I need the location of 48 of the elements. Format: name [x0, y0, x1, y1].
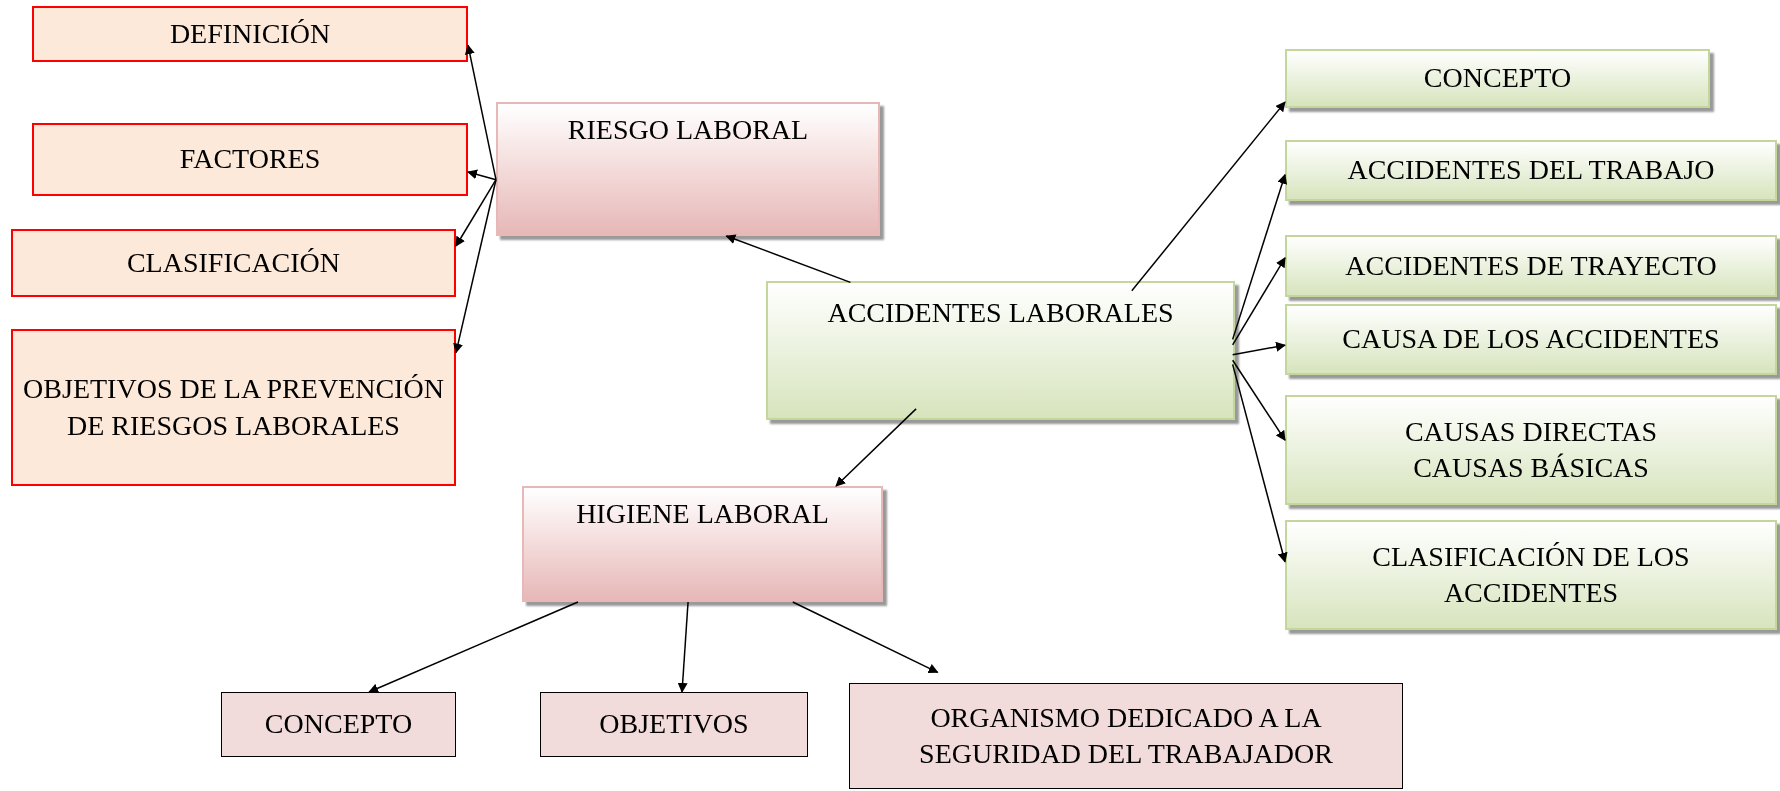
- concept-box: [11, 329, 456, 486]
- concept-box: [32, 123, 468, 196]
- concept-box: [1285, 520, 1777, 630]
- concept-box: [522, 486, 883, 602]
- concept-box: [1285, 49, 1710, 108]
- arrow: [1131, 101, 1286, 292]
- concept-box: [1285, 395, 1777, 505]
- box-label: ACCIDENTES LABORALES: [827, 296, 1174, 330]
- box-label: CAUSAS DIRECTAS: [1404, 414, 1658, 449]
- box-label: CAUSAS BÁSICAS: [1413, 451, 1649, 485]
- arrow: [1231, 173, 1288, 341]
- arrow: [1231, 341, 1286, 356]
- box-label: FACTORES: [179, 142, 321, 177]
- box-label: CLASIFICACIÓN DE LOS ACCIDENTES: [1371, 539, 1691, 610]
- box-label: DEFINICIÓN: [169, 16, 331, 51]
- arrow: [677, 601, 689, 693]
- concept-box: [496, 102, 880, 236]
- arrow: [455, 178, 497, 247]
- concept-box: [1285, 304, 1777, 375]
- arrow: [467, 169, 497, 181]
- concept-box: [1285, 235, 1777, 297]
- concept-box: [11, 229, 456, 297]
- arrow: [464, 44, 497, 181]
- concept-box: [1285, 140, 1777, 201]
- arrow: [368, 601, 579, 694]
- arrow: [1231, 363, 1288, 563]
- box-label: CLASIFICACIÓN: [126, 245, 341, 280]
- concept-box: [540, 692, 808, 757]
- concept-box: [849, 683, 1403, 789]
- arrow: [453, 178, 497, 354]
- arrow: [1231, 257, 1286, 346]
- box-label: CONCEPTO: [264, 707, 413, 742]
- box-label: ACCIDENTES DE TRAYECTO: [1345, 248, 1717, 283]
- box-label: OBJETIVOS DE LA PREVENCIÓN DE RIESGOS LABORALES: [22, 372, 445, 443]
- box-label: ACCIDENTES DEL TRABAJO: [1347, 153, 1715, 188]
- arrow: [725, 234, 852, 284]
- arrow: [1231, 359, 1286, 441]
- arrow: [792, 601, 939, 674]
- concept-box: [32, 6, 468, 62]
- concept-box: [221, 692, 456, 757]
- box-label: OBJETIVOS: [599, 707, 749, 742]
- box-label: ORGANISMO DEDICADO A LA SEGURIDAD DEL TRABAJADOR: [918, 700, 1334, 771]
- arrow: [835, 408, 917, 487]
- box-label: CAUSA DE LOS ACCIDENTES: [1342, 322, 1720, 357]
- box-label: CONCEPTO: [1423, 61, 1572, 96]
- box-label: HIGIENE LABORAL: [576, 497, 829, 531]
- concept-box: [766, 281, 1235, 420]
- box-label: RIESGO LABORAL: [567, 113, 809, 147]
